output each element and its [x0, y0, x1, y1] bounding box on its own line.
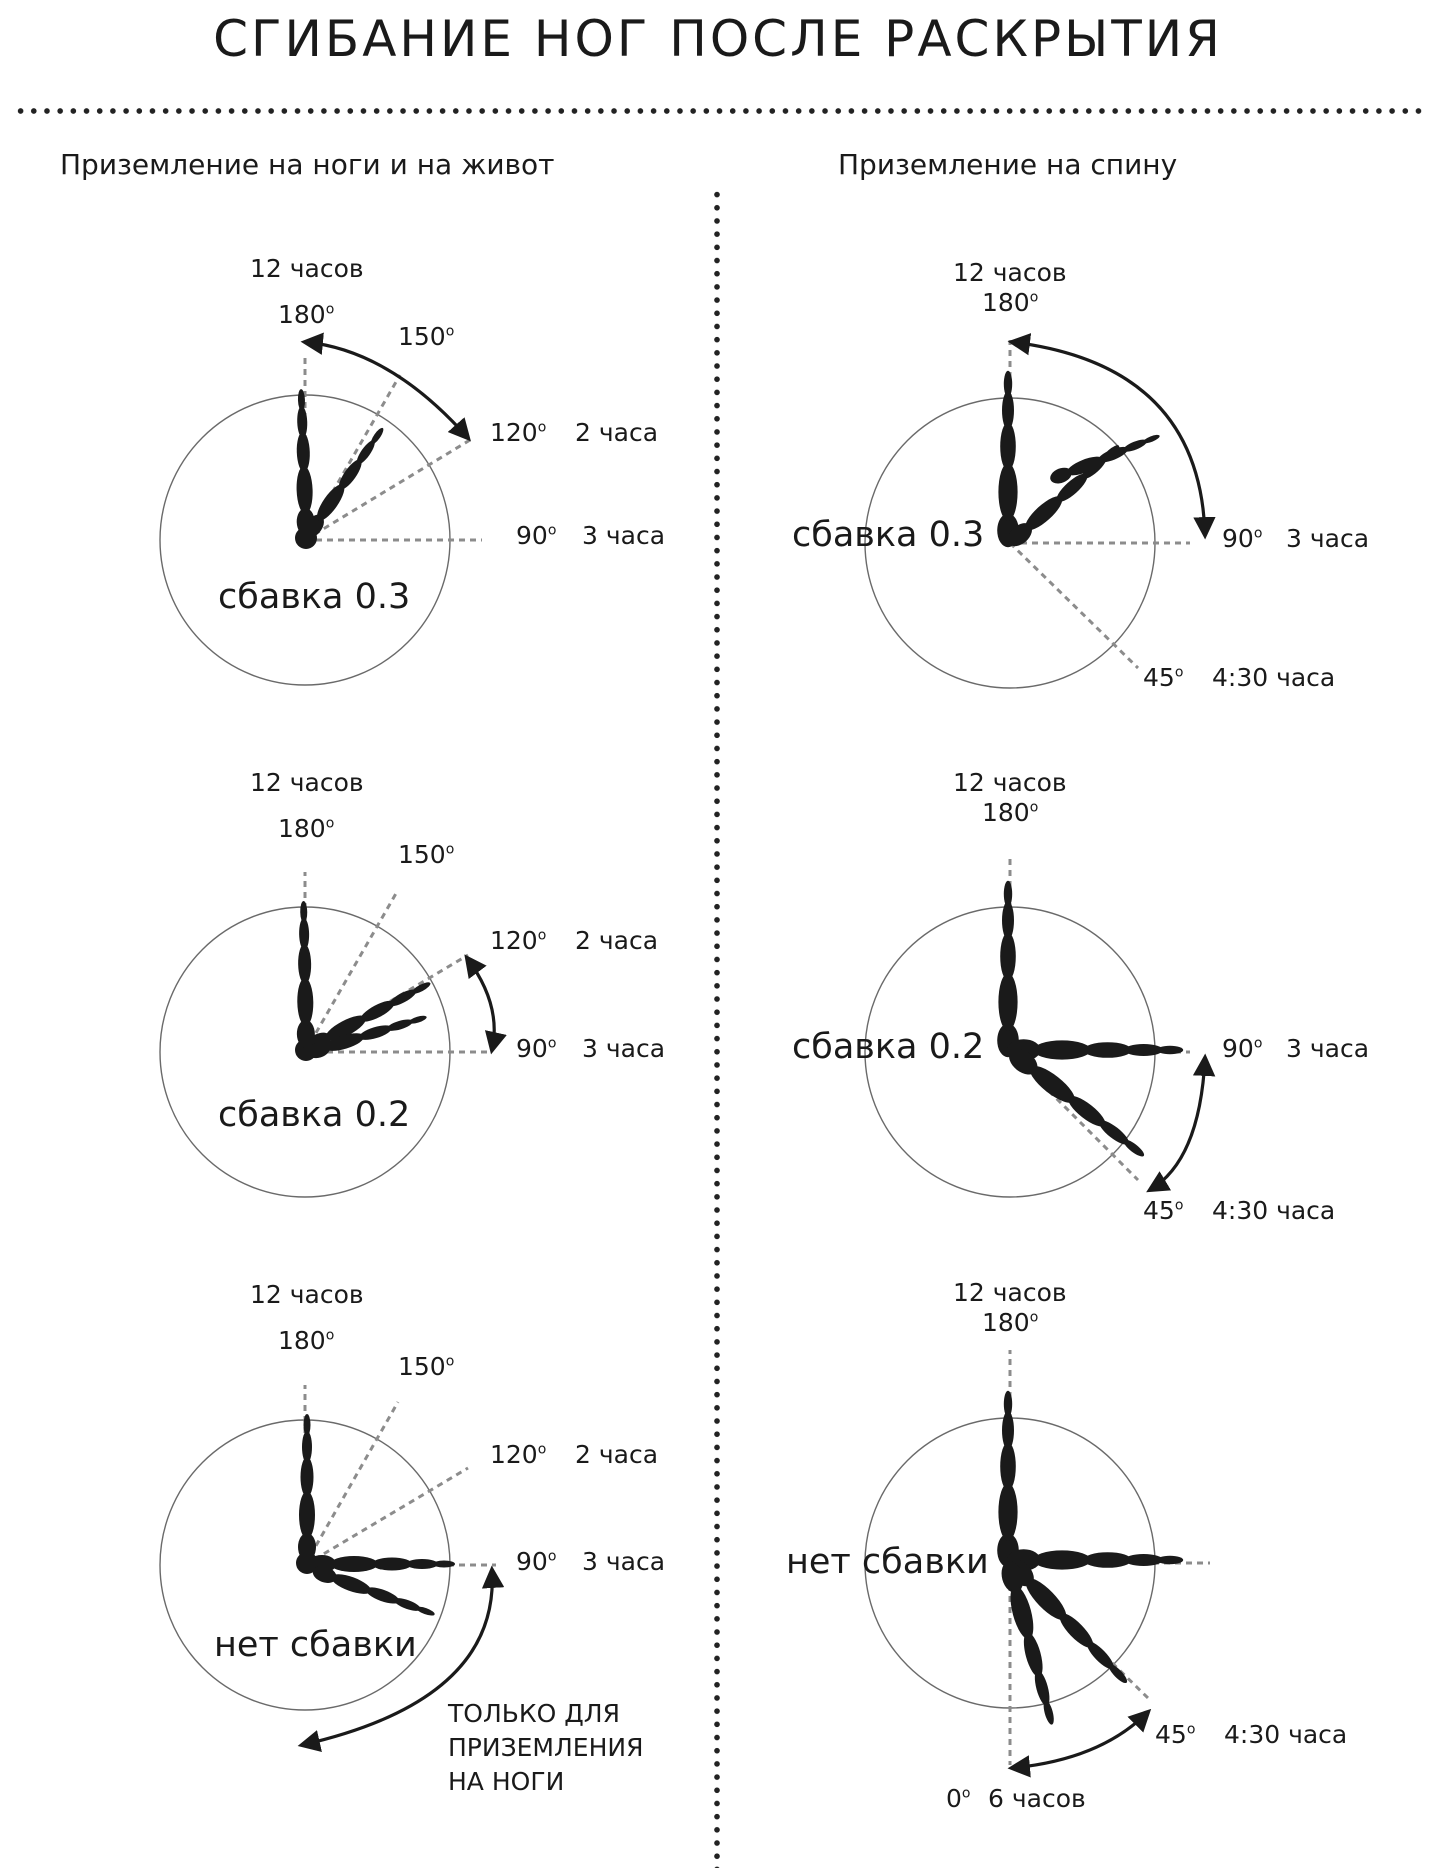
label-430-hours: 4:30 часа	[1212, 663, 1336, 692]
figure-leg	[300, 423, 390, 542]
label-2-hours: 2 часа	[575, 418, 659, 447]
label-3-hours: 3 часа	[582, 521, 666, 550]
deduction-label: нет сбавки	[786, 1542, 989, 1582]
range-arrow	[1007, 333, 1216, 540]
figure-leg-upper	[1047, 429, 1163, 487]
page-title: СГИБАНИЕ НОГ ПОСЛЕ РАСКРЫТИЯ	[213, 10, 1223, 68]
deduction-label: сбавка 0.2	[792, 1027, 985, 1067]
figure-leg-bent	[1004, 1043, 1151, 1164]
label-120-deg: 120o	[490, 1440, 547, 1469]
label-12-hours: 12 часов	[953, 258, 1067, 287]
label-180-deg: 180o	[982, 288, 1039, 317]
label-430-hours: 4:30 часа	[1212, 1196, 1336, 1225]
range-arrow	[297, 1565, 505, 1752]
figure-torso	[292, 388, 316, 537]
range-arrow	[1007, 1708, 1152, 1778]
diagram-right-1	[864, 333, 1216, 689]
diagram-left-2	[159, 872, 507, 1198]
feet-landing-note: ТОЛЬКО ДЛЯ ПРИЗЕМЛЕНИЯ НА НОГИ	[448, 1699, 644, 1796]
vertical-dotted-divider	[713, 188, 721, 1868]
label-3-hours: 3 часа	[1286, 524, 1370, 553]
left-column-heading: Приземление на ноги и на живот	[60, 148, 555, 181]
label-12-hours: 12 часов	[953, 1278, 1067, 1307]
guide-150	[303, 889, 400, 1053]
label-150-deg: 150o	[398, 322, 455, 351]
label-180-deg: 180o	[278, 814, 335, 843]
label-12-hours: 12 часов	[250, 768, 364, 797]
label-2-hours: 2 часа	[575, 926, 659, 955]
deduction-label: сбавка 0.3	[218, 577, 411, 617]
figure-leg-lower	[310, 1562, 438, 1622]
label-12-hours: 12 часов	[250, 254, 364, 283]
figure-leg-horizontal	[1006, 1549, 1184, 1571]
label-180-deg: 180o	[982, 1308, 1039, 1337]
guide-45	[1008, 1050, 1140, 1182]
label-180-deg: 180o	[982, 798, 1039, 827]
diagram-right-2	[864, 855, 1216, 1198]
label-90-deg: 90o	[516, 1547, 557, 1576]
label-45-deg: 45o	[1155, 1720, 1196, 1749]
right-column-heading: Приземление на спину	[838, 148, 1178, 181]
label-90-deg: 90o	[516, 521, 557, 550]
label-120-deg: 120o	[490, 418, 547, 447]
figure-torso	[294, 900, 316, 1049]
label-150-deg: 150o	[398, 840, 455, 869]
label-45-deg: 45o	[1143, 1196, 1184, 1225]
label-90-deg: 90o	[1222, 1034, 1263, 1063]
deduction-label: сбавка 0.2	[218, 1095, 411, 1135]
figure-torso	[298, 1414, 316, 1561]
label-430-hours: 4:30 часа	[1224, 1720, 1348, 1749]
diagram-left-3	[159, 1385, 505, 1752]
label-12-hours: 12 часов	[953, 768, 1067, 797]
label-3-hours: 3 часа	[582, 1034, 666, 1063]
deduction-label: сбавка 0.3	[792, 515, 985, 555]
figure-torso	[997, 370, 1019, 548]
guide-120	[304, 953, 469, 1054]
range-arrow	[464, 954, 507, 1055]
guide-120	[304, 438, 471, 542]
guide-45	[1008, 541, 1140, 670]
label-120-deg: 120o	[490, 926, 547, 955]
diagram-left-1	[159, 332, 482, 686]
label-0-deg: 0o	[946, 1784, 971, 1813]
label-6-hours: 6 часов	[988, 1784, 1086, 1813]
label-2-hours: 2 часа	[575, 1440, 659, 1469]
label-3-hours: 3 часа	[582, 1547, 666, 1576]
label-180-deg: 180o	[278, 1326, 335, 1355]
guide-150	[303, 1401, 400, 1566]
guide-120	[304, 1466, 469, 1567]
label-12-hours: 12 часов	[250, 1280, 364, 1309]
deduction-label: нет сбавки	[214, 1625, 417, 1665]
range-arrow	[1146, 1053, 1216, 1193]
range-arrow	[300, 332, 471, 442]
figure-torso	[997, 1390, 1019, 1568]
label-150-deg: 150o	[398, 1352, 455, 1381]
label-90-deg: 90o	[1222, 524, 1263, 553]
label-90-deg: 90o	[516, 1034, 557, 1063]
horizontal-dotted-divider	[14, 107, 1424, 115]
label-3-hours: 3 часа	[1286, 1034, 1370, 1063]
label-45-deg: 45o	[1143, 663, 1184, 692]
diagram-right-3	[864, 1350, 1210, 1778]
label-180-deg: 180o	[278, 300, 335, 329]
